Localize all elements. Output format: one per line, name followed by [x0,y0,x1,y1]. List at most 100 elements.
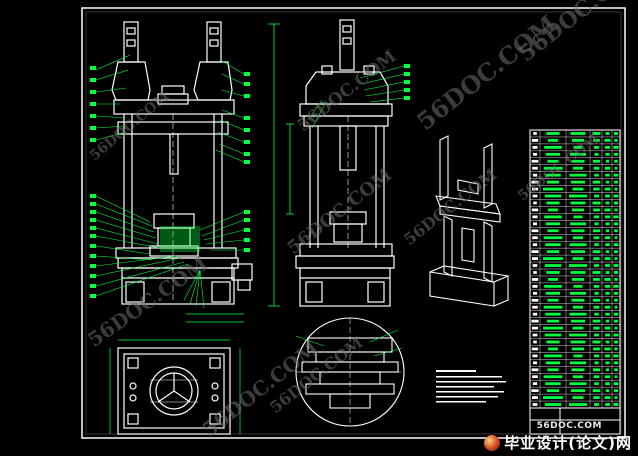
table-cell-text [532,194,538,198]
footer-site-name: 毕业设计(论文)网 [504,434,632,452]
table-cell-text [614,229,618,233]
table-cell-text [614,305,618,309]
table-cell-text [594,361,599,365]
table-cell-text [613,354,619,358]
table-cell-text [613,403,619,406]
table-cell-text [593,347,600,351]
table-cell-text [532,243,538,247]
table-cell-text [531,139,539,142]
table-cell-text [592,180,601,184]
table-cell-text [569,312,587,316]
table-cell-text [571,180,585,184]
table-cell-text [593,396,600,399]
table-cell-text [531,278,539,281]
table-cell-text [545,382,561,386]
table-cell-text [592,389,601,393]
table-cell-text [532,173,538,177]
table-cell-text [604,326,611,330]
footer-branding[interactable]: 毕业设计(论文)网 [484,432,632,453]
table-cell-text [594,291,599,295]
table-cell-text [605,159,610,163]
table-cell-text [533,132,537,135]
table-cell-text [614,319,618,323]
table-cell-text [605,194,610,198]
front-view-assembly [111,21,280,323]
table-cell-text [604,215,611,219]
table-cell-text [545,361,561,365]
table-cell-text [531,250,539,254]
table-cell-text [592,159,601,163]
table-cell-text [614,180,618,184]
table-cell-text [614,250,618,254]
table-cell-text [604,284,611,288]
table-cell-text [592,271,601,274]
table-cell-text [604,166,611,170]
table-cell-text [532,257,538,260]
table-cell-text [543,396,563,399]
table-cell-text [547,298,559,302]
table-cell-text [544,145,562,149]
table-cell-text [571,368,585,372]
table-cell-text [531,389,539,393]
table-cell-text [545,243,561,247]
table-cell-text [546,389,560,393]
table-cell-text [614,368,618,372]
table-cell-text [604,375,611,379]
table-cell-text [570,152,586,156]
table-cell-text [531,319,539,323]
table-cell-text [545,152,561,156]
table-cell-text [605,180,610,184]
table-cell-text [532,215,538,219]
table-cell-text [572,278,584,281]
table-cell-text [532,305,538,309]
table-cell-text [614,208,618,212]
table-cell-text [531,298,539,302]
table-cell-text [594,243,599,247]
table-cell-text [594,194,599,198]
table-cell-text [569,333,587,337]
table-cell-text [543,187,563,191]
table-cell-text [613,173,619,177]
table-cell-text [532,236,538,240]
table-cell-text [605,312,610,316]
parts-table-cells [531,132,619,406]
table-cell-text [572,257,584,260]
table-cell-text [613,333,619,337]
table-cell-text [605,229,610,233]
table-cell-text [570,340,586,344]
table-cell-text [570,201,586,205]
table-cell-text [569,403,587,406]
table-cell-text [546,180,560,184]
table-cell-text [531,208,539,212]
table-cell-text [547,368,559,372]
table-cell-text [573,215,583,219]
table-cell-text [533,271,537,274]
table-cell-text [592,319,601,323]
table-cell-text [604,145,611,149]
table-cell-text [532,264,538,267]
table-cell-text [613,340,619,344]
table-cell-text [594,333,599,337]
table-cell-text [613,382,619,386]
table-cell-text [570,222,586,226]
table-cell-text [544,403,562,406]
table-cell-text [614,257,618,260]
table-cell-text [593,145,600,149]
table-cell-text [543,166,563,170]
table-cell-text [532,375,538,379]
table-cell-text [571,250,585,254]
table-cell-text [605,298,610,302]
table-cell-text [593,166,600,170]
table-cell-text [572,396,584,399]
table-cell-text [604,208,611,212]
table-cell-text [547,229,559,233]
table-cell-text [573,145,583,149]
table-cell-text [533,222,537,226]
table-cell-text [593,375,600,379]
table-cell-text [593,236,600,240]
isometric-view [429,135,510,307]
table-cell-text [547,159,559,163]
table-cell-text [573,166,583,170]
table-cell-text [594,222,599,226]
table-cell-text [531,180,539,184]
